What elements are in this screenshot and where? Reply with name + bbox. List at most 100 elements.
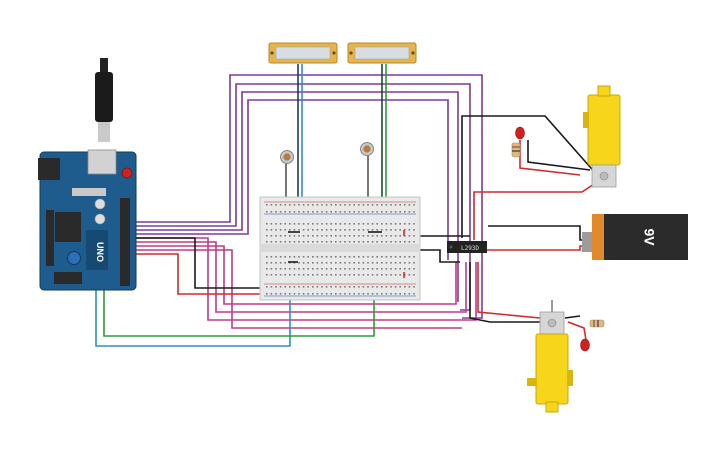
wire-motor-bottom-red[interactable]: [477, 262, 541, 319]
breadboard-hole: [399, 293, 401, 295]
breadboard-hole: [404, 229, 406, 231]
breadboard-hole: [385, 256, 388, 258]
breadboard-hole: [284, 223, 286, 225]
breadboard-hole: [385, 268, 388, 270]
breadboard-hole: [312, 229, 314, 231]
breadboard-hole: [284, 204, 286, 206]
breadboard-hole: [367, 286, 369, 288]
breadboard-hole: [298, 229, 300, 231]
breadboard-hole: [316, 274, 319, 276]
breadboard-hole: [394, 241, 397, 243]
breadboard-hole: [316, 262, 319, 264]
breadboard-hole: [325, 286, 328, 288]
breadboard-hole: [302, 256, 305, 258]
breadboard-hole: [325, 268, 328, 270]
motor-bottom[interactable]: [527, 300, 573, 413]
breadboard-hole: [353, 229, 355, 231]
wire-battery-red[interactable]: [484, 245, 596, 251]
wire-magenta-4[interactable]: [135, 249, 462, 329]
breadboard-hole: [390, 256, 392, 258]
ldr-left[interactable]: [280, 150, 294, 164]
wire-purple-2[interactable]: [135, 83, 471, 311]
sensor-left[interactable]: [268, 42, 338, 64]
breadboard-hole: [404, 211, 406, 213]
atmega-chip: [55, 212, 81, 242]
breadboard-hole: [335, 262, 337, 264]
breadboard-hole: [293, 293, 296, 295]
resistor-bottom[interactable]: [589, 319, 605, 328]
breadboard-hole: [289, 204, 291, 206]
wire-red-5v[interactable]: [135, 253, 270, 295]
breadboard-hole: [390, 235, 392, 237]
wire-motor-top-red[interactable]: [473, 179, 601, 240]
breadboard-hole: [413, 274, 415, 276]
breadboard-hole: [358, 204, 360, 206]
wire-led-top-black[interactable]: [527, 140, 591, 171]
breadboard-hole: [298, 211, 300, 213]
breadboard-hole: [302, 211, 305, 213]
resistor-top[interactable]: [511, 142, 521, 158]
wire-magenta-2[interactable]: [135, 241, 467, 313]
breadboard-hole: [371, 293, 374, 295]
breadboard-hole: [413, 223, 415, 225]
breadboard-hole: [344, 286, 346, 288]
breadboard-hole: [266, 293, 268, 295]
wire-motor-top-black[interactable]: [461, 115, 599, 238]
led-top[interactable]: [515, 126, 525, 140]
breadboard-hole: [312, 286, 314, 288]
led-bottom[interactable]: [580, 338, 590, 352]
power-jack: [38, 158, 60, 180]
wire-motor-bottom-black[interactable]: [469, 262, 540, 323]
ldr-right[interactable]: [360, 142, 374, 156]
breadboard-hole: [362, 241, 365, 243]
breadboard-hole: [325, 204, 328, 206]
arduino[interactable]: UNO: [38, 149, 137, 291]
breadboard-hole: [344, 268, 346, 270]
breadboard-hole: [394, 223, 397, 225]
breadboard-hole: [312, 211, 314, 213]
breadboard-hole: [330, 262, 332, 264]
breadboard-hole: [293, 235, 296, 237]
breadboard-hole: [408, 274, 411, 276]
breadboard-hole: [302, 235, 305, 237]
breadboard-hole: [312, 274, 314, 276]
breadboard-hole: [348, 293, 351, 295]
wire-purple-4[interactable]: [135, 99, 449, 260]
driver-chip[interactable]: L293D: [447, 241, 487, 253]
wire-black-rail[interactable]: [410, 249, 460, 263]
breadboard-hole: [298, 223, 300, 225]
breadboard-hole: [348, 268, 351, 270]
breadboard-hole: [408, 286, 411, 288]
breadboard-hole: [335, 204, 337, 206]
wire-purple-3[interactable]: [135, 91, 459, 302]
breadboard-hole: [367, 268, 369, 270]
breadboard-hole: [339, 262, 342, 264]
breadboard-hole: [362, 293, 365, 295]
sensor-right[interactable]: [347, 42, 417, 64]
breadboard-hole: [316, 211, 319, 213]
breadboard-hole: [284, 268, 286, 270]
breadboard-hole: [408, 223, 411, 225]
breadboard-hole: [413, 268, 415, 270]
breadboard-hole: [270, 286, 273, 288]
breadboard-hole: [381, 262, 383, 264]
wire-led-bottom-red[interactable]: [567, 321, 587, 341]
breadboard-hole: [390, 241, 392, 243]
breadboard-hole: [335, 241, 337, 243]
wire-purple-1[interactable]: [135, 74, 483, 319]
breadboard-hole: [367, 229, 369, 231]
wire-led-bottom-black[interactable]: [564, 315, 581, 319]
breadboard-hole: [270, 274, 273, 276]
motor-top[interactable]: [583, 85, 621, 188]
breadboard-hole: [284, 229, 286, 231]
breadboard-hole: [293, 204, 296, 206]
breadboard-hole: [270, 241, 273, 243]
breadboard-hole: [339, 235, 342, 237]
battery[interactable]: 9V: [582, 214, 688, 260]
breadboard-hole: [348, 211, 351, 213]
breadboard-hole: [413, 235, 415, 237]
analog-header: [54, 272, 82, 284]
wire-black-gnd[interactable]: [135, 237, 270, 289]
wire-battery-black[interactable]: [488, 225, 596, 241]
breadboard[interactable]: [259, 196, 421, 301]
